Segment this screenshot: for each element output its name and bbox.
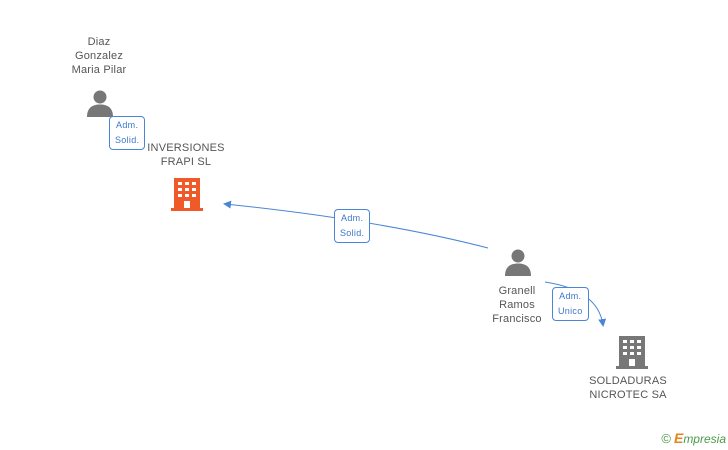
brand-footer[interactable]: ©Empresia	[661, 430, 726, 446]
node-label-line: Granell	[498, 285, 536, 297]
node-label-granell: Granell Ramos Francisco	[476, 284, 558, 326]
badge-line: Adm.	[116, 120, 139, 130]
building-icon[interactable]	[616, 335, 648, 369]
building-icon[interactable]	[171, 177, 203, 211]
edge-badge-granell-inversiones[interactable]: Adm. Solid.	[334, 209, 371, 243]
node-label-diaz: Diaz Gonzalez Maria Pilar	[58, 35, 140, 77]
badge-line: Adm.	[559, 291, 582, 301]
edge-badge-granell-soldaduras[interactable]: Adm. Unico	[552, 287, 589, 321]
node-label-line: INVERSIONES	[147, 142, 225, 154]
copyright-icon: ©	[661, 431, 671, 446]
brand-logo-text: mpresia	[683, 432, 726, 446]
brand-logo-initial: E	[673, 430, 684, 446]
person-icon[interactable]	[86, 89, 114, 117]
node-label-line: SOLDADURAS	[589, 375, 667, 387]
node-label-line: Maria Pilar	[71, 64, 127, 76]
badge-line: Adm.	[341, 213, 364, 223]
node-label-soldaduras: SOLDADURAS NICROTEC SA	[582, 374, 674, 402]
node-label-line: NICROTEC SA	[589, 389, 667, 401]
node-label-line: Francisco	[492, 313, 542, 325]
person-icon[interactable]	[504, 248, 532, 276]
node-label-line: Ramos	[499, 299, 535, 311]
node-label-line: Gonzalez	[74, 50, 124, 62]
node-label-line: Diaz	[87, 36, 111, 48]
badge-line: Solid.	[115, 135, 140, 145]
node-label-line: FRAPI SL	[160, 156, 212, 168]
badge-line: Unico	[558, 306, 583, 316]
edge-badge-diaz-inversiones[interactable]: Adm. Solid.	[109, 116, 146, 150]
badge-line: Solid.	[340, 228, 365, 238]
node-label-inversiones: INVERSIONES FRAPI SL	[140, 141, 232, 169]
